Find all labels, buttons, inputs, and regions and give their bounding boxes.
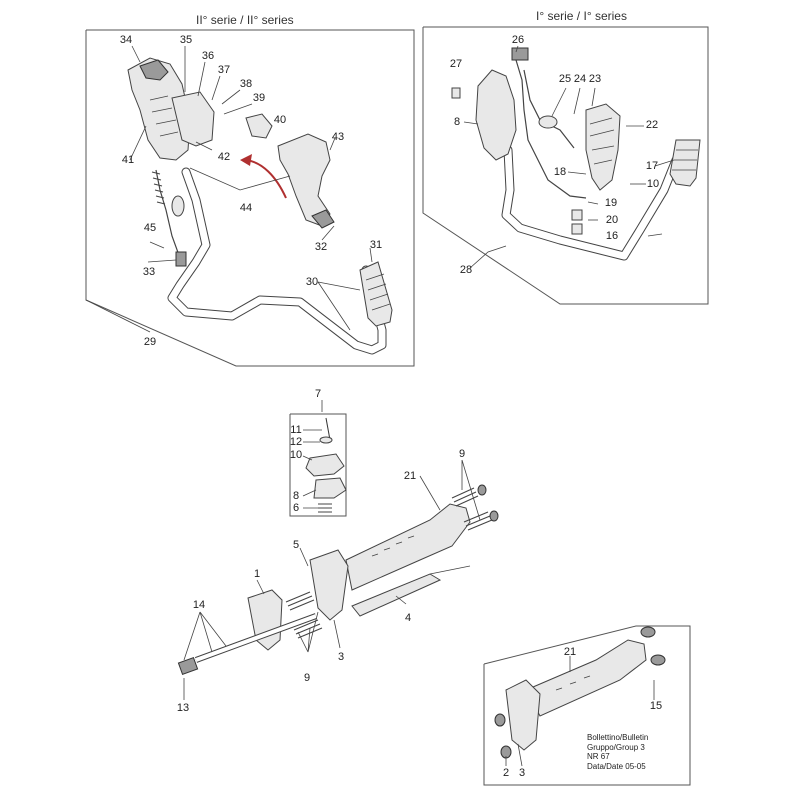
left-handle-cover-44: [277, 133, 335, 229]
main-handle-21: [345, 475, 471, 591]
callout-38: 38: [239, 78, 253, 90]
left-handlebar-tube: [167, 167, 387, 355]
bulletin-line: Gruppo/Group 3: [587, 742, 645, 752]
callout-15: 15: [649, 700, 663, 712]
right-leader-lines: [463, 45, 675, 269]
callout-19: 19: [604, 197, 618, 209]
right-small-part-27: [451, 87, 461, 99]
callout-39: 39: [252, 92, 266, 104]
callout-45: 45: [143, 222, 157, 234]
callout-4: 4: [404, 612, 412, 624]
callout-18: 18: [553, 166, 567, 178]
right-handlebar-tube: [501, 145, 681, 261]
bulletin-info: Bollettino/Bulletin Gruppo/Group 3 NR 67…: [587, 733, 648, 771]
callout-35: 35: [179, 34, 193, 46]
left-part-40: [245, 113, 273, 139]
callout-17: 17: [645, 160, 659, 172]
callout-44: 44: [239, 202, 253, 214]
inset-frame: [483, 625, 691, 786]
left-arrow: [240, 154, 287, 199]
callout-20: 20: [605, 214, 619, 226]
left-leader-lines: [85, 45, 373, 333]
lower-springs-9: [285, 591, 341, 653]
callout-5: 5: [292, 539, 300, 551]
callout-21-inset: 21: [563, 646, 577, 658]
callout-9-upper: 9: [458, 448, 466, 460]
callout-30: 30: [305, 276, 319, 288]
callout-8: 8: [292, 490, 300, 502]
callout-24: 24: [573, 73, 587, 85]
callout-12: 12: [289, 436, 303, 448]
callout-22: 22: [645, 119, 659, 131]
right-grip-17: [669, 139, 701, 187]
callout-43: 43: [331, 131, 345, 143]
handle-bracket-1: [247, 547, 349, 651]
callout-21: 21: [403, 470, 417, 482]
bulletin-line: Data/Date 05-05: [587, 761, 646, 771]
callout-6: 6: [292, 502, 300, 514]
callout-37: 37: [217, 64, 231, 76]
callout-29: 29: [143, 336, 157, 348]
right-handle-body-8: [475, 69, 517, 161]
callout-26: 26: [511, 34, 525, 46]
callout-9-lower: 9: [303, 672, 311, 684]
callout-36: 36: [201, 50, 215, 62]
callout-27: 27: [449, 58, 463, 70]
callout-7: 7: [314, 388, 322, 400]
left-throttle-housing: [127, 57, 215, 161]
callout-1: 1: [253, 568, 261, 580]
bulletin-line: Bollettino/Bulletin: [587, 733, 649, 742]
inset-handle-21: [494, 626, 666, 767]
callout-40: 40: [273, 114, 287, 126]
right-trigger-23: [585, 103, 621, 191]
left-panel-title: II° serie / II° series: [196, 13, 294, 27]
left-grip-31: [359, 261, 393, 327]
callout-11: 11: [290, 424, 302, 436]
callout-13: 13: [176, 702, 190, 714]
callout-8-right: 8: [453, 116, 461, 128]
callout-42: 42: [217, 151, 231, 163]
drive-shaft: [177, 611, 318, 700]
bulletin-line: NR 67: [587, 752, 610, 761]
callout-23: 23: [588, 73, 602, 85]
callout-33: 33: [142, 266, 156, 278]
callout-41: 41: [121, 154, 135, 166]
callout-28: 28: [459, 264, 473, 276]
right-panel-frame: [422, 26, 709, 305]
callout-16: 16: [605, 230, 619, 242]
callout-32: 32: [314, 241, 328, 253]
callout-3: 3: [337, 651, 345, 663]
left-cable-33: [151, 169, 187, 267]
callout-10: 10: [289, 449, 303, 461]
detail-box-7: [289, 400, 347, 517]
right-panel-title: I° serie / I° series: [536, 9, 627, 23]
callout-3-inset: 3: [518, 767, 526, 779]
callout-34: 34: [119, 34, 133, 46]
callout-25: 25: [558, 73, 572, 85]
callout-2: 2: [502, 767, 510, 779]
left-panel-frame: [85, 29, 415, 367]
callout-31: 31: [369, 239, 383, 251]
callout-14: 14: [192, 599, 206, 611]
upper-springs-9: [451, 459, 499, 531]
cable-guide-4: [351, 565, 471, 617]
callout-10-right: 10: [646, 178, 660, 190]
